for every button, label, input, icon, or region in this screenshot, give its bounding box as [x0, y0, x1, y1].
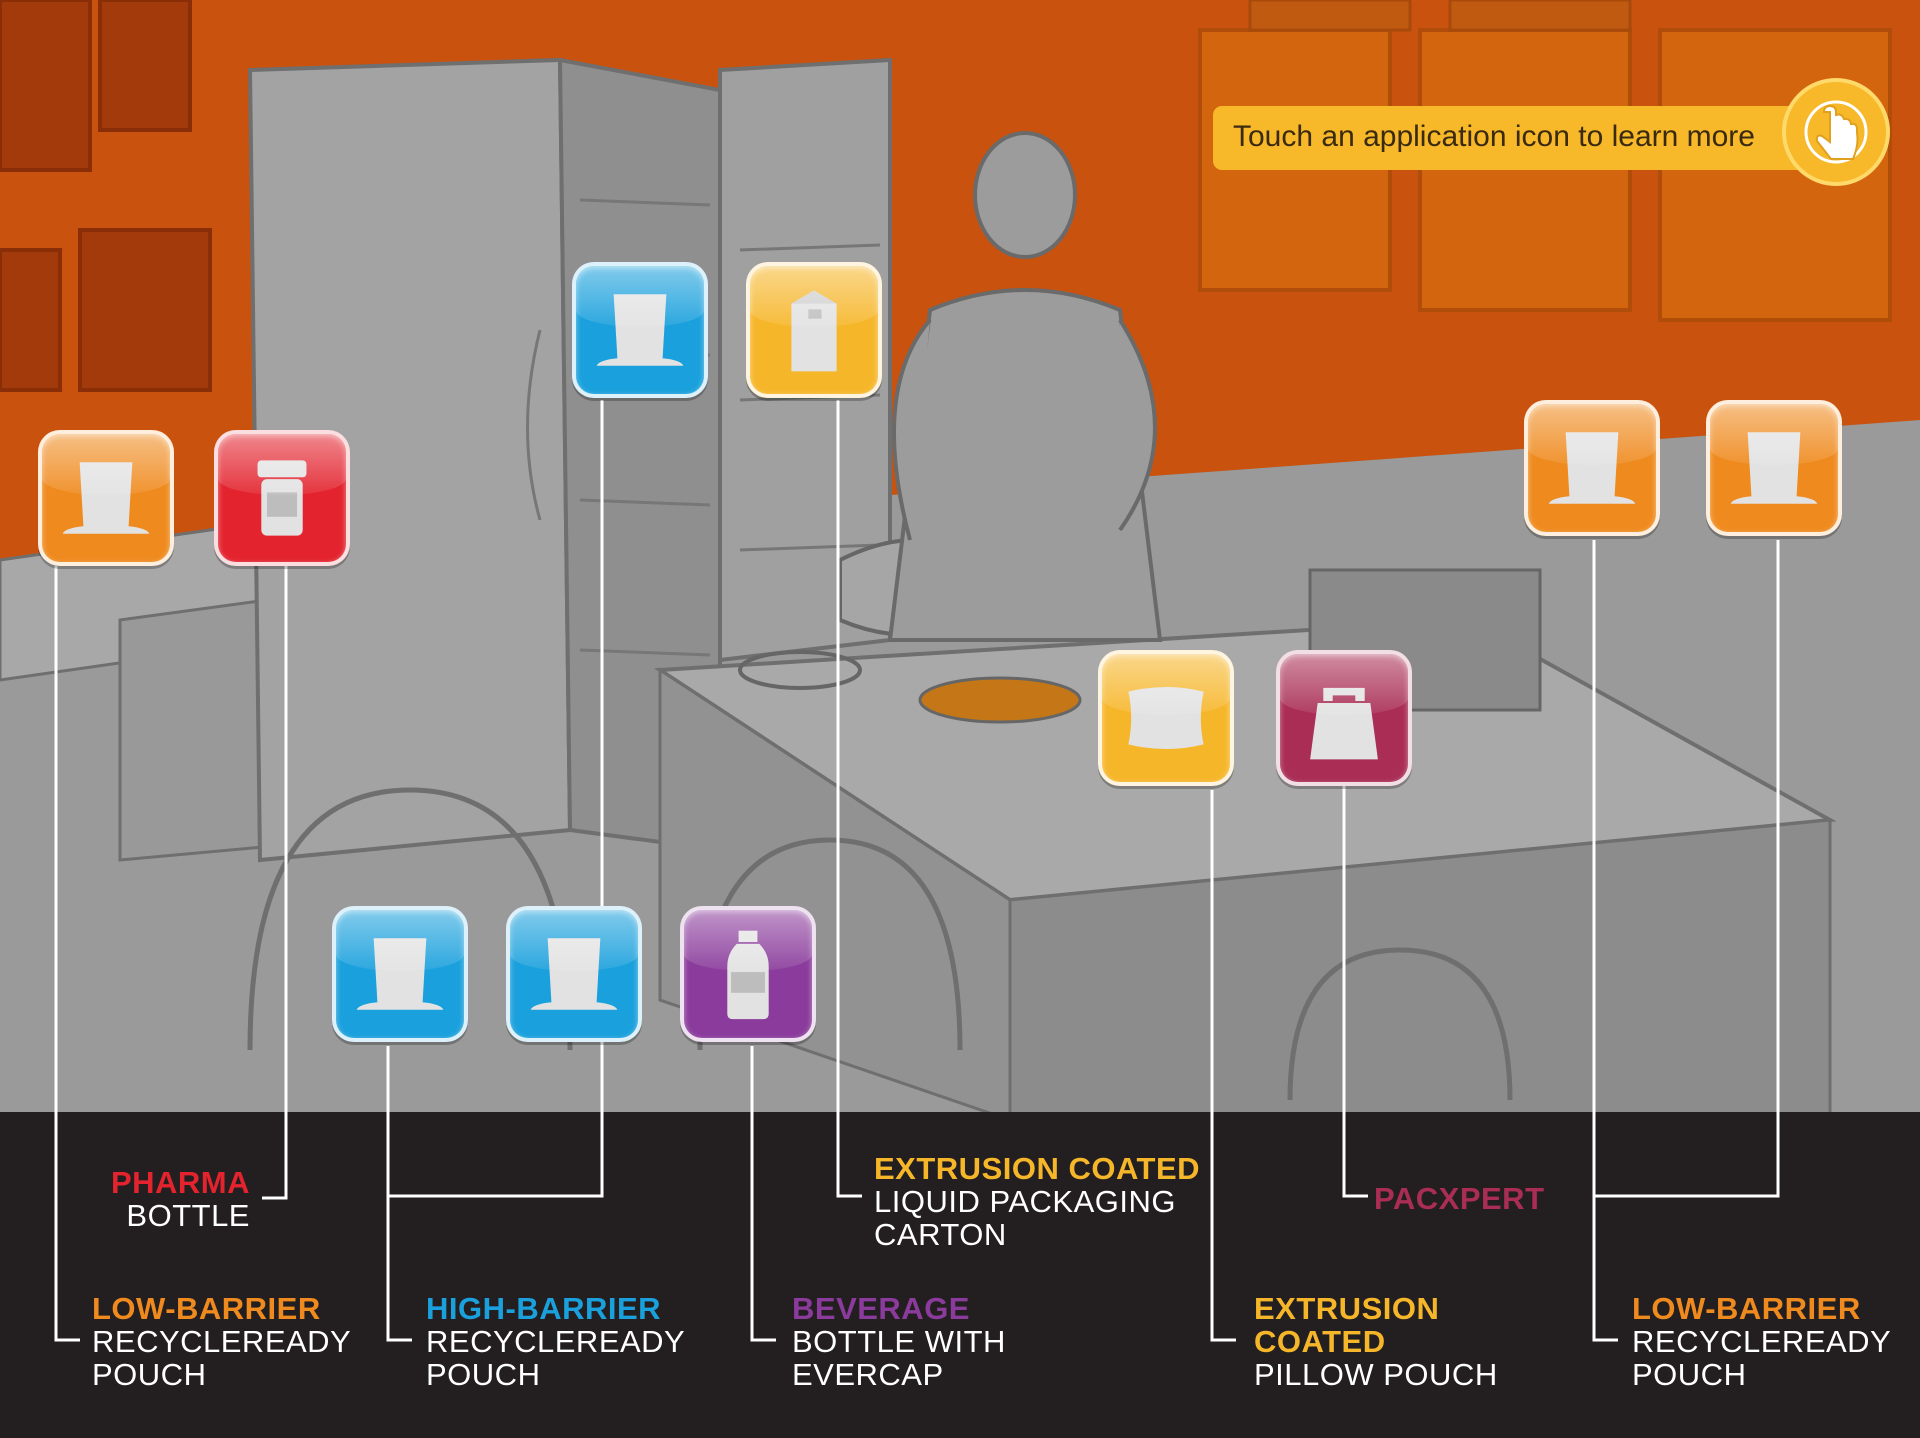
pharma-bottle-icon[interactable]: [214, 430, 350, 566]
pacxpert-highlight: PACXPERT: [1374, 1181, 1545, 1216]
hint-text: Touch an application icon to learn more: [1233, 120, 1755, 153]
low-barrier-left-line-2: POUCH: [92, 1357, 207, 1392]
pillow-label: EXTRUSION COATED PILLOW POUCH: [1254, 1292, 1498, 1391]
beverage-line-2: EVERCAP: [792, 1357, 944, 1392]
pharma-highlight: PHARMA: [110, 1165, 250, 1200]
beverage-label: BEVERAGE BOTTLE WITH EVERCAP: [792, 1292, 1006, 1391]
high-barrier-highlight: HIGH-BARRIER: [426, 1291, 662, 1326]
low-barrier-pouch-right-1-icon[interactable]: [1524, 400, 1660, 536]
beverage-highlight: BEVERAGE: [792, 1291, 970, 1326]
high-barrier-pouch-1-icon[interactable]: [332, 906, 468, 1042]
pacxpert-label: PACXPERT: [1374, 1182, 1545, 1215]
touch-hand-icon: [1782, 78, 1890, 186]
low-barrier-right-line-1: RECYCLEREADY: [1632, 1324, 1892, 1359]
pillow-highlight: EXTRUSION COATED: [1254, 1291, 1440, 1359]
low-barrier-right-line-2: POUCH: [1632, 1357, 1747, 1392]
high-barrier-pouch-top-icon[interactable]: [572, 262, 708, 398]
low-barrier-pouch-right-2-icon[interactable]: [1706, 400, 1842, 536]
high-barrier-line-1: RECYCLEREADY: [426, 1324, 686, 1359]
beverage-bottle-icon[interactable]: [680, 906, 816, 1042]
low-barrier-pouch-left-icon[interactable]: [38, 430, 174, 566]
pharma-label: PHARMA BOTTLE: [110, 1166, 250, 1232]
high-barrier-line-2: POUCH: [426, 1357, 541, 1392]
pacxpert-icon[interactable]: [1276, 650, 1412, 786]
carton-highlight: EXTRUSION COATED: [874, 1151, 1201, 1186]
high-barrier-label: HIGH-BARRIER RECYCLEREADY POUCH: [426, 1292, 685, 1391]
low-barrier-left-line-1: RECYCLEREADY: [92, 1324, 352, 1359]
beverage-line-1: BOTTLE WITH: [792, 1324, 1006, 1359]
hint-banner: Touch an application icon to learn more: [1213, 106, 1833, 170]
carton-line-2: CARTON: [874, 1217, 1007, 1252]
pillow-line-1: PILLOW POUCH: [1254, 1357, 1498, 1392]
pharma-line-1: BOTTLE: [126, 1198, 250, 1233]
pillow-pouch-icon[interactable]: [1098, 650, 1234, 786]
low-barrier-left-highlight: LOW-BARRIER: [92, 1291, 321, 1326]
carton-line-1: LIQUID PACKAGING: [874, 1184, 1176, 1219]
high-barrier-pouch-2-icon[interactable]: [506, 906, 642, 1042]
low-barrier-right-highlight: LOW-BARRIER: [1632, 1291, 1861, 1326]
liquid-carton-icon[interactable]: [746, 262, 882, 398]
low-barrier-right-label: LOW-BARRIER RECYCLEREADY POUCH: [1632, 1292, 1891, 1391]
carton-label: EXTRUSION COATED LIQUID PACKAGING CARTON: [874, 1152, 1200, 1251]
low-barrier-left-label: LOW-BARRIER RECYCLEREADY POUCH: [92, 1292, 351, 1391]
